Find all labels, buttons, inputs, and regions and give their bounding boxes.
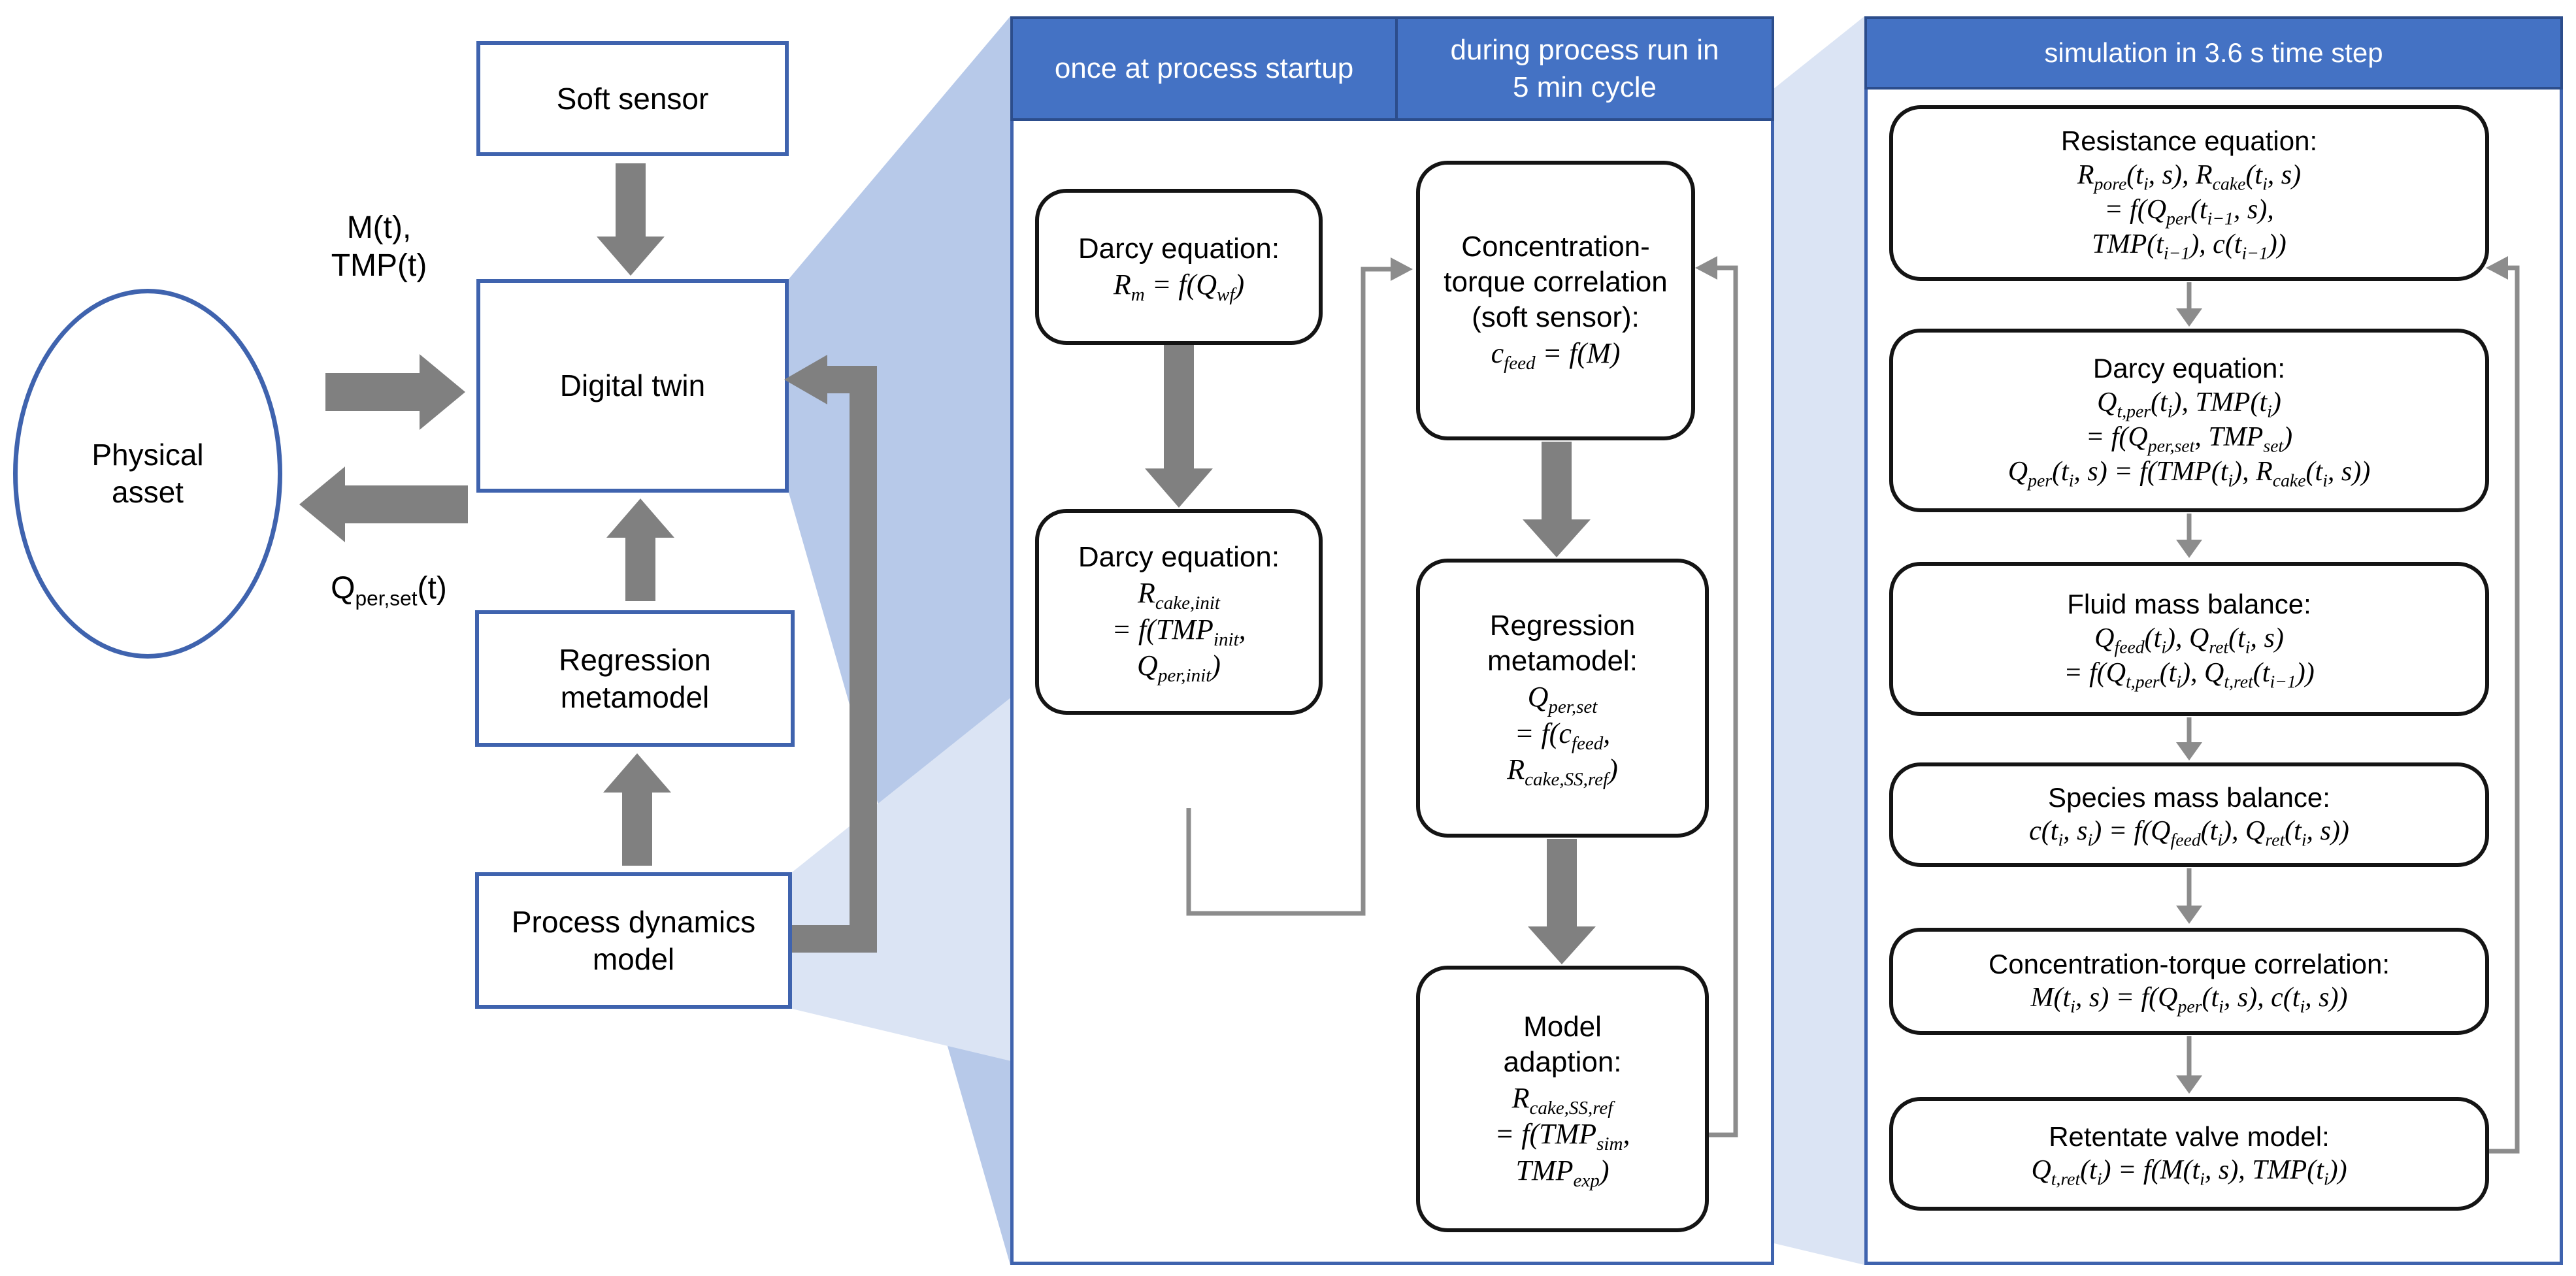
box-equations: Qfeed(ti), Qret(ti, s)= f(Qt,per(ti), Qt… [2064,621,2314,691]
box-title: Species mass balance: [2048,781,2330,813]
equation-line: Rpore(ti, s), Rcake(ti, s) [2077,159,2302,194]
signal-in-line2: TMP(t) [331,248,427,283]
soft-sensor-node: Soft sensor [476,41,789,156]
equation-line: Qfeed(ti), Qret(ti, s) [2094,623,2284,657]
box-equations: Qt,ret(ti) = f(M(ti, s), TMP(ti)) [2031,1153,2347,1188]
equation-line: = f(Qper(ti−1, s), [2104,194,2274,229]
equation-line: TMP(ti−1), c(ti−1)) [2092,229,2287,263]
box-title: Resistance equation: [2060,125,2318,157]
middle-header-left-label: once at process startup [1054,52,1354,85]
box-equations: Qper,set= f(cfeed,Rcake,SS,ref) [1507,679,1618,791]
regression-metamodel-node: Regression metamodel [475,610,795,747]
box-title: Concentration-torque correlation (soft s… [1444,231,1668,334]
soft-sensor-label: Soft sensor [556,81,709,116]
equation-line: Qper,init) [1137,649,1221,687]
equation-line: c(ti, si) = f(Qfeed(ti), Qret(ti, s)) [2029,816,2349,850]
equation-line: Qper,set [1527,681,1598,718]
equation-line: M(ti, s) = f(Qper(ti, s), c(ti, s)) [2030,983,2348,1017]
signal-in-label: M(t), TMP(t) [274,209,484,284]
physical-asset-label: Physical asset [91,437,204,510]
equation-line: = f(cfeed, [1514,717,1611,754]
digital-twin-node: Digital twin [476,279,789,493]
box-equations: Rpore(ti, s), Rcake(ti, s)= f(Qper(ti−1,… [2077,158,2301,262]
equation-line: cfeed = f(M) [1491,337,1621,374]
equation-line: Qt,per(ti), TMP(ti) [2097,387,2281,421]
equation-line: Rcake,init [1137,577,1221,614]
box-darcy-equation-sim: Darcy equation: Qt,per(ti), TMP(ti)= f(Q… [1889,329,2489,512]
box-concentration-torque-soft-sensor: Concentration-torque correlation (soft s… [1416,161,1695,440]
box-equations: cfeed = f(M) [1491,335,1621,374]
signal-out-label: Qper,set(t) [331,571,447,610]
box-equations: Rm = f(Qwf) [1113,267,1245,305]
funnel-digital-twin-to-middle-panel [789,16,1010,1265]
box-equations: c(ti, si) = f(Qfeed(ti), Qret(ti, s)) [2029,814,2349,849]
equation-line: = f(Qt,per(ti), Qt,ret(ti−1)) [2064,657,2315,692]
right-header-label: simulation in 3.6 s time step [2044,37,2383,68]
box-retentate-valve-model: Retentate valve model: Qt,ret(ti) = f(M(… [1889,1097,2489,1211]
digital-twin-label: Digital twin [559,368,706,403]
equation-line: Qt,ret(ti) = f(M(ti, s), TMP(ti)) [2031,1155,2347,1189]
physical-asset-node: Physical asset [13,289,282,659]
box-darcy-equation-startup: Darcy equation: Rm = f(Qwf) [1035,189,1323,345]
box-equations: Rcake,SS,ref= f(TMPsim,TMPexp) [1494,1080,1630,1191]
box-species-mass-balance: Species mass balance: c(ti, si) = f(Qfee… [1889,762,2489,867]
box-fluid-mass-balance: Fluid mass balance: Qfeed(ti), Qret(ti, … [1889,562,2489,716]
middle-header-right: during process run in 5 min cycle [1395,16,1774,121]
box-title: Model adaption: [1503,1010,1622,1078]
equation-line: Rcake,SS,ref [1511,1081,1613,1119]
box-title: Darcy equation: [2092,353,2286,384]
middle-header-right-label: during process run in 5 min cycle [1450,33,1719,103]
box-title: Regression metamodel: [1487,610,1638,678]
box-regression-metamodel: Regression metamodel: Qper,set= f(cfeed,… [1416,559,1709,838]
equation-line: Qper(ti, s) = f(TMP(ti), Rcake(ti, s)) [2007,456,2371,491]
right-header: simulation in 3.6 s time step [1864,16,2563,90]
equation-line: = f(TMPsim, [1494,1118,1630,1155]
box-title: Fluid mass balance: [2067,589,2311,620]
box-title: Concentration-torque correlation: [1988,948,2390,979]
equation-line: = f(TMPinit, [1112,613,1246,650]
middle-header-left: once at process startup [1010,16,1398,121]
box-equations: Rcake,init= f(TMPinit,Qper,init) [1112,575,1246,687]
signal-in-line1: M(t), [346,210,412,245]
box-title: Retentate valve model: [2049,1121,2330,1152]
process-dynamics-model-node: Process dynamics model [475,872,792,1009]
equation-line: Rcake,SS,ref) [1507,753,1618,791]
box-darcy-equation-init: Darcy equation: Rcake,init= f(TMPinit,Qp… [1035,509,1323,715]
box-title: Darcy equation: [1078,232,1280,265]
box-model-adaption: Model adaption: Rcake,SS,ref= f(TMPsim,T… [1416,966,1709,1232]
box-equations: Qt,per(ti), TMP(ti)= f(Qper,set, TMPset)… [2008,385,2370,489]
process-dynamics-model-label: Process dynamics model [511,905,756,976]
box-title: Darcy equation: [1078,541,1280,574]
box-concentration-torque-sim: Concentration-torque correlation: M(ti, … [1889,928,2489,1035]
box-resistance-equation: Resistance equation: Rpore(ti, s), Rcake… [1889,105,2489,281]
equation-line: Rm = f(Qwf) [1113,268,1245,305]
equation-line: TMPexp) [1515,1154,1610,1191]
regression-metamodel-label: Regression metamodel [559,643,711,714]
box-equations: M(ti, s) = f(Qper(ti, s), c(ti, s)) [2030,981,2347,1015]
equation-line: = f(Qper,set, TMPset) [2085,421,2293,456]
